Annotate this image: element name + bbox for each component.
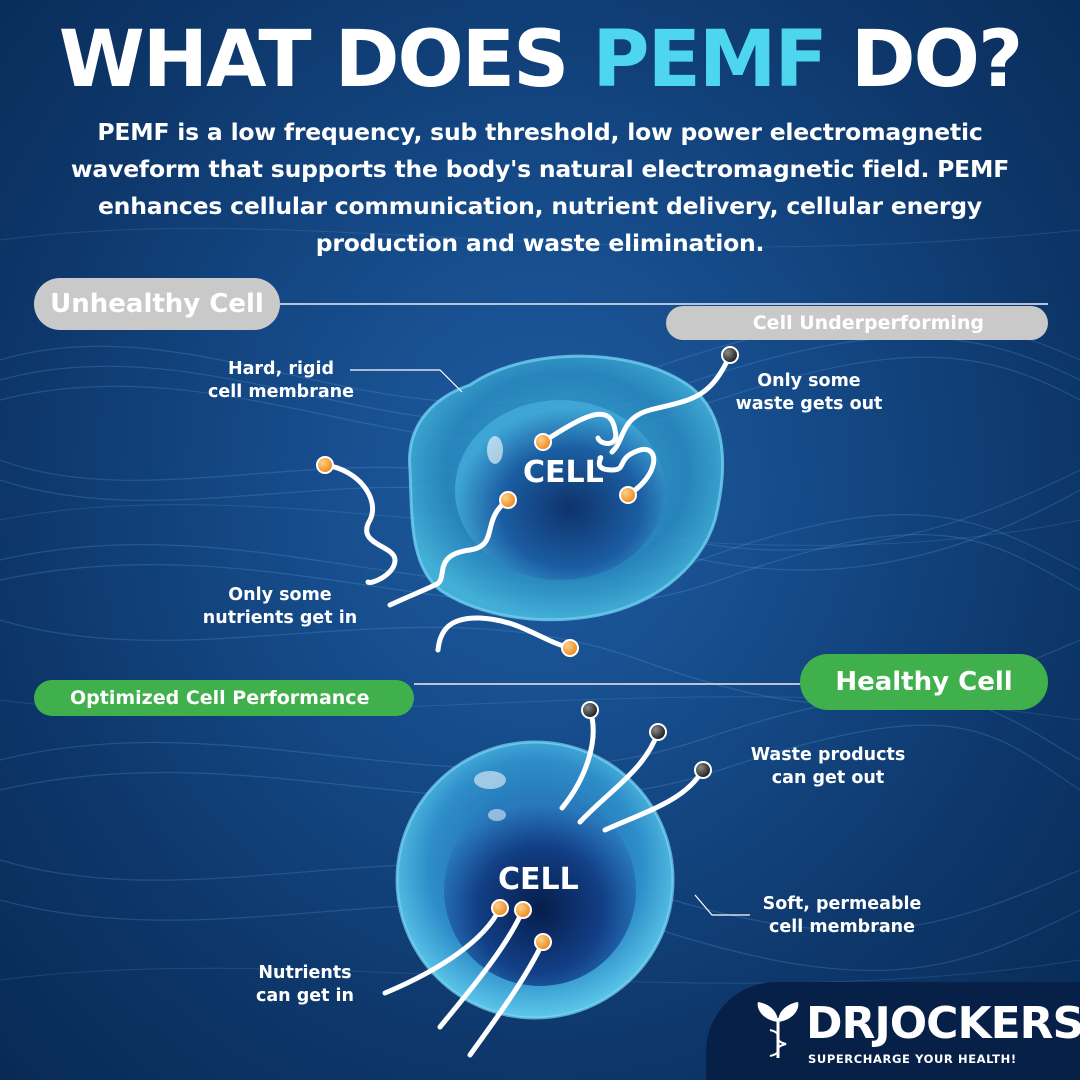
strand <box>382 905 503 996</box>
strand <box>596 447 657 498</box>
logo-tagline: SUPERCHARGE YOUR HEALTH! <box>808 1052 1017 1066</box>
description: PEMF is a low frequency, sub threshold, … <box>70 118 1010 257</box>
strand <box>609 352 733 455</box>
strand <box>602 767 706 833</box>
strand <box>577 729 661 825</box>
leader-line-hard-membrane <box>350 369 463 393</box>
nutrient-dot <box>534 433 552 451</box>
status-badge-optimized: Optimized Cell Performance <box>34 680 414 716</box>
strand <box>467 939 546 1058</box>
strand <box>559 707 596 811</box>
logo-wordmark: DRJOCKERS <box>806 998 1080 1049</box>
nutrient-dot <box>499 491 517 509</box>
strand <box>435 615 573 653</box>
strand <box>387 497 511 608</box>
nutrient-dot <box>619 486 637 504</box>
waste-dot <box>694 761 712 779</box>
nutrient-dot <box>534 933 552 951</box>
page-title: WHAT DOES PEMF DO? <box>58 15 1023 105</box>
strand <box>322 462 398 585</box>
strand <box>437 907 526 1030</box>
waste-dot <box>581 701 599 719</box>
nutrient-dot <box>514 901 532 919</box>
logo-panel <box>706 982 1080 1080</box>
heading-healthy-cell: Healthy Cell <box>800 654 1048 710</box>
strand <box>540 411 619 446</box>
nutrient-dot <box>491 899 509 917</box>
title-accent: PEMF <box>592 15 827 105</box>
leader-line-soft-membrane <box>694 894 750 916</box>
healthy-cell-label: CELL <box>498 862 579 897</box>
nutrient-dot <box>316 456 334 474</box>
waste-dot <box>721 346 739 364</box>
nutrient-dot <box>561 639 579 657</box>
heading-unhealthy-cell: Unhealthy Cell <box>34 278 280 330</box>
logo-dna-leaf-icon <box>757 1002 799 1058</box>
waste-dot <box>649 723 667 741</box>
status-badge-underperforming: Cell Underperforming <box>666 306 1048 340</box>
unhealthy-cell-label: CELL <box>523 455 604 490</box>
